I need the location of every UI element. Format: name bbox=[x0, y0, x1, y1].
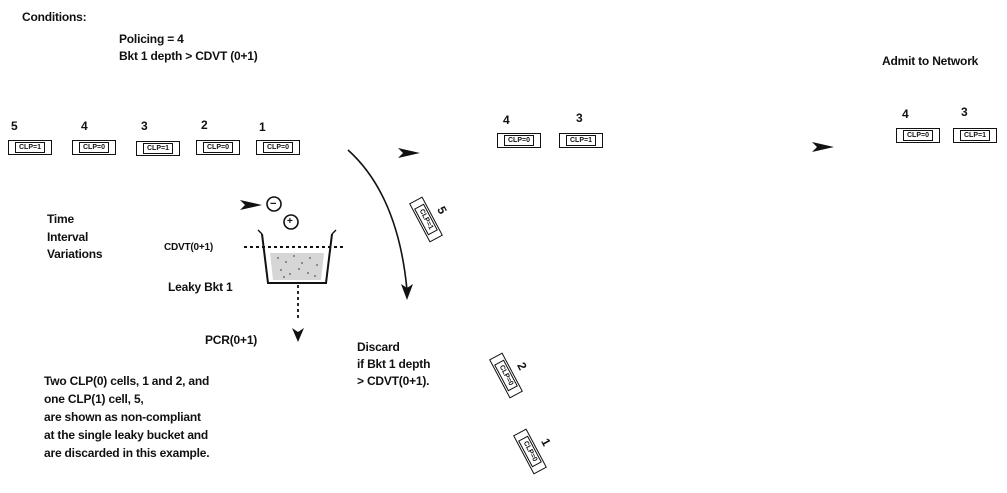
note-line: at the single leaky bucket and bbox=[44, 428, 209, 442]
time-label-line: Variations bbox=[47, 247, 103, 261]
queue-cell: CLP=0 bbox=[196, 140, 240, 155]
note-line: are discarded in this example. bbox=[44, 446, 210, 460]
cell-label: CLP=0 bbox=[79, 142, 109, 153]
cell-label: CLP=1 bbox=[15, 142, 45, 153]
cell-label: CLP=1 bbox=[960, 130, 990, 141]
passed-cell: CLP=0 bbox=[497, 133, 541, 148]
discard-line: Discard bbox=[357, 340, 400, 354]
bucket-label: Leaky Bkt 1 bbox=[168, 280, 233, 294]
flow-arrow-2 bbox=[812, 142, 834, 152]
drip-arrow-icon bbox=[292, 328, 304, 342]
cell-number: 4 bbox=[81, 119, 88, 133]
cell-number: 2 bbox=[201, 118, 208, 132]
admitted-cell: CLP=0 bbox=[896, 128, 940, 143]
minus-circle-icon bbox=[266, 196, 282, 212]
conditions-heading: Conditions: bbox=[22, 10, 87, 24]
cdvt-label: CDVT(0+1) bbox=[164, 242, 214, 253]
cell-label: CLP=0 bbox=[504, 135, 534, 146]
cell-number: 3 bbox=[141, 119, 148, 133]
admitted-cell: CLP=1 bbox=[953, 128, 997, 143]
cell-number: 3 bbox=[576, 111, 583, 125]
time-label-line: Time bbox=[47, 212, 74, 226]
depth-condition: Bkt 1 depth > CDVT (0+1) bbox=[119, 49, 258, 63]
queue-cell: CLP=1 bbox=[136, 141, 180, 156]
note-line: Two CLP(0) cells, 1 and 2, and bbox=[44, 374, 210, 388]
queue-cell: CLP=1 bbox=[8, 140, 52, 155]
discard-curve-arrow bbox=[347, 149, 413, 300]
cell-number: 1 bbox=[259, 120, 266, 134]
cell-number: 4 bbox=[902, 107, 909, 121]
passed-cell: CLP=1 bbox=[559, 133, 603, 148]
leaky-bucket-icon bbox=[257, 229, 337, 284]
discard-line: > CDVT(0+1). bbox=[357, 374, 430, 388]
discard-line: if Bkt 1 depth bbox=[357, 357, 431, 371]
pcr-label: PCR(0+1) bbox=[205, 333, 258, 347]
admit-label: Admit to Network bbox=[882, 54, 979, 68]
cell-label: CLP=0 bbox=[903, 130, 933, 141]
cell-label: CLP=1 bbox=[566, 135, 596, 146]
flow-arrow-1 bbox=[398, 148, 420, 158]
note-line: one CLP(1) cell, 5, bbox=[44, 392, 144, 406]
cell-number: 4 bbox=[503, 113, 510, 127]
input-arrow bbox=[240, 200, 262, 210]
plus-symbol: + bbox=[287, 216, 293, 227]
policing-condition: Policing = 4 bbox=[119, 32, 184, 46]
plus-circle-icon bbox=[283, 214, 299, 230]
minus-symbol: − bbox=[270, 198, 277, 210]
cell-number: 3 bbox=[961, 105, 968, 119]
cell-label: CLP=0 bbox=[263, 142, 293, 153]
note-line: are shown as non-compliant bbox=[44, 410, 201, 424]
time-label-line: Interval bbox=[47, 230, 89, 244]
cell-label: CLP=1 bbox=[143, 143, 173, 154]
queue-cell: CLP=0 bbox=[72, 140, 116, 155]
cell-label: CLP=0 bbox=[203, 142, 233, 153]
queue-cell: CLP=0 bbox=[256, 140, 300, 155]
cell-number: 5 bbox=[11, 119, 18, 133]
